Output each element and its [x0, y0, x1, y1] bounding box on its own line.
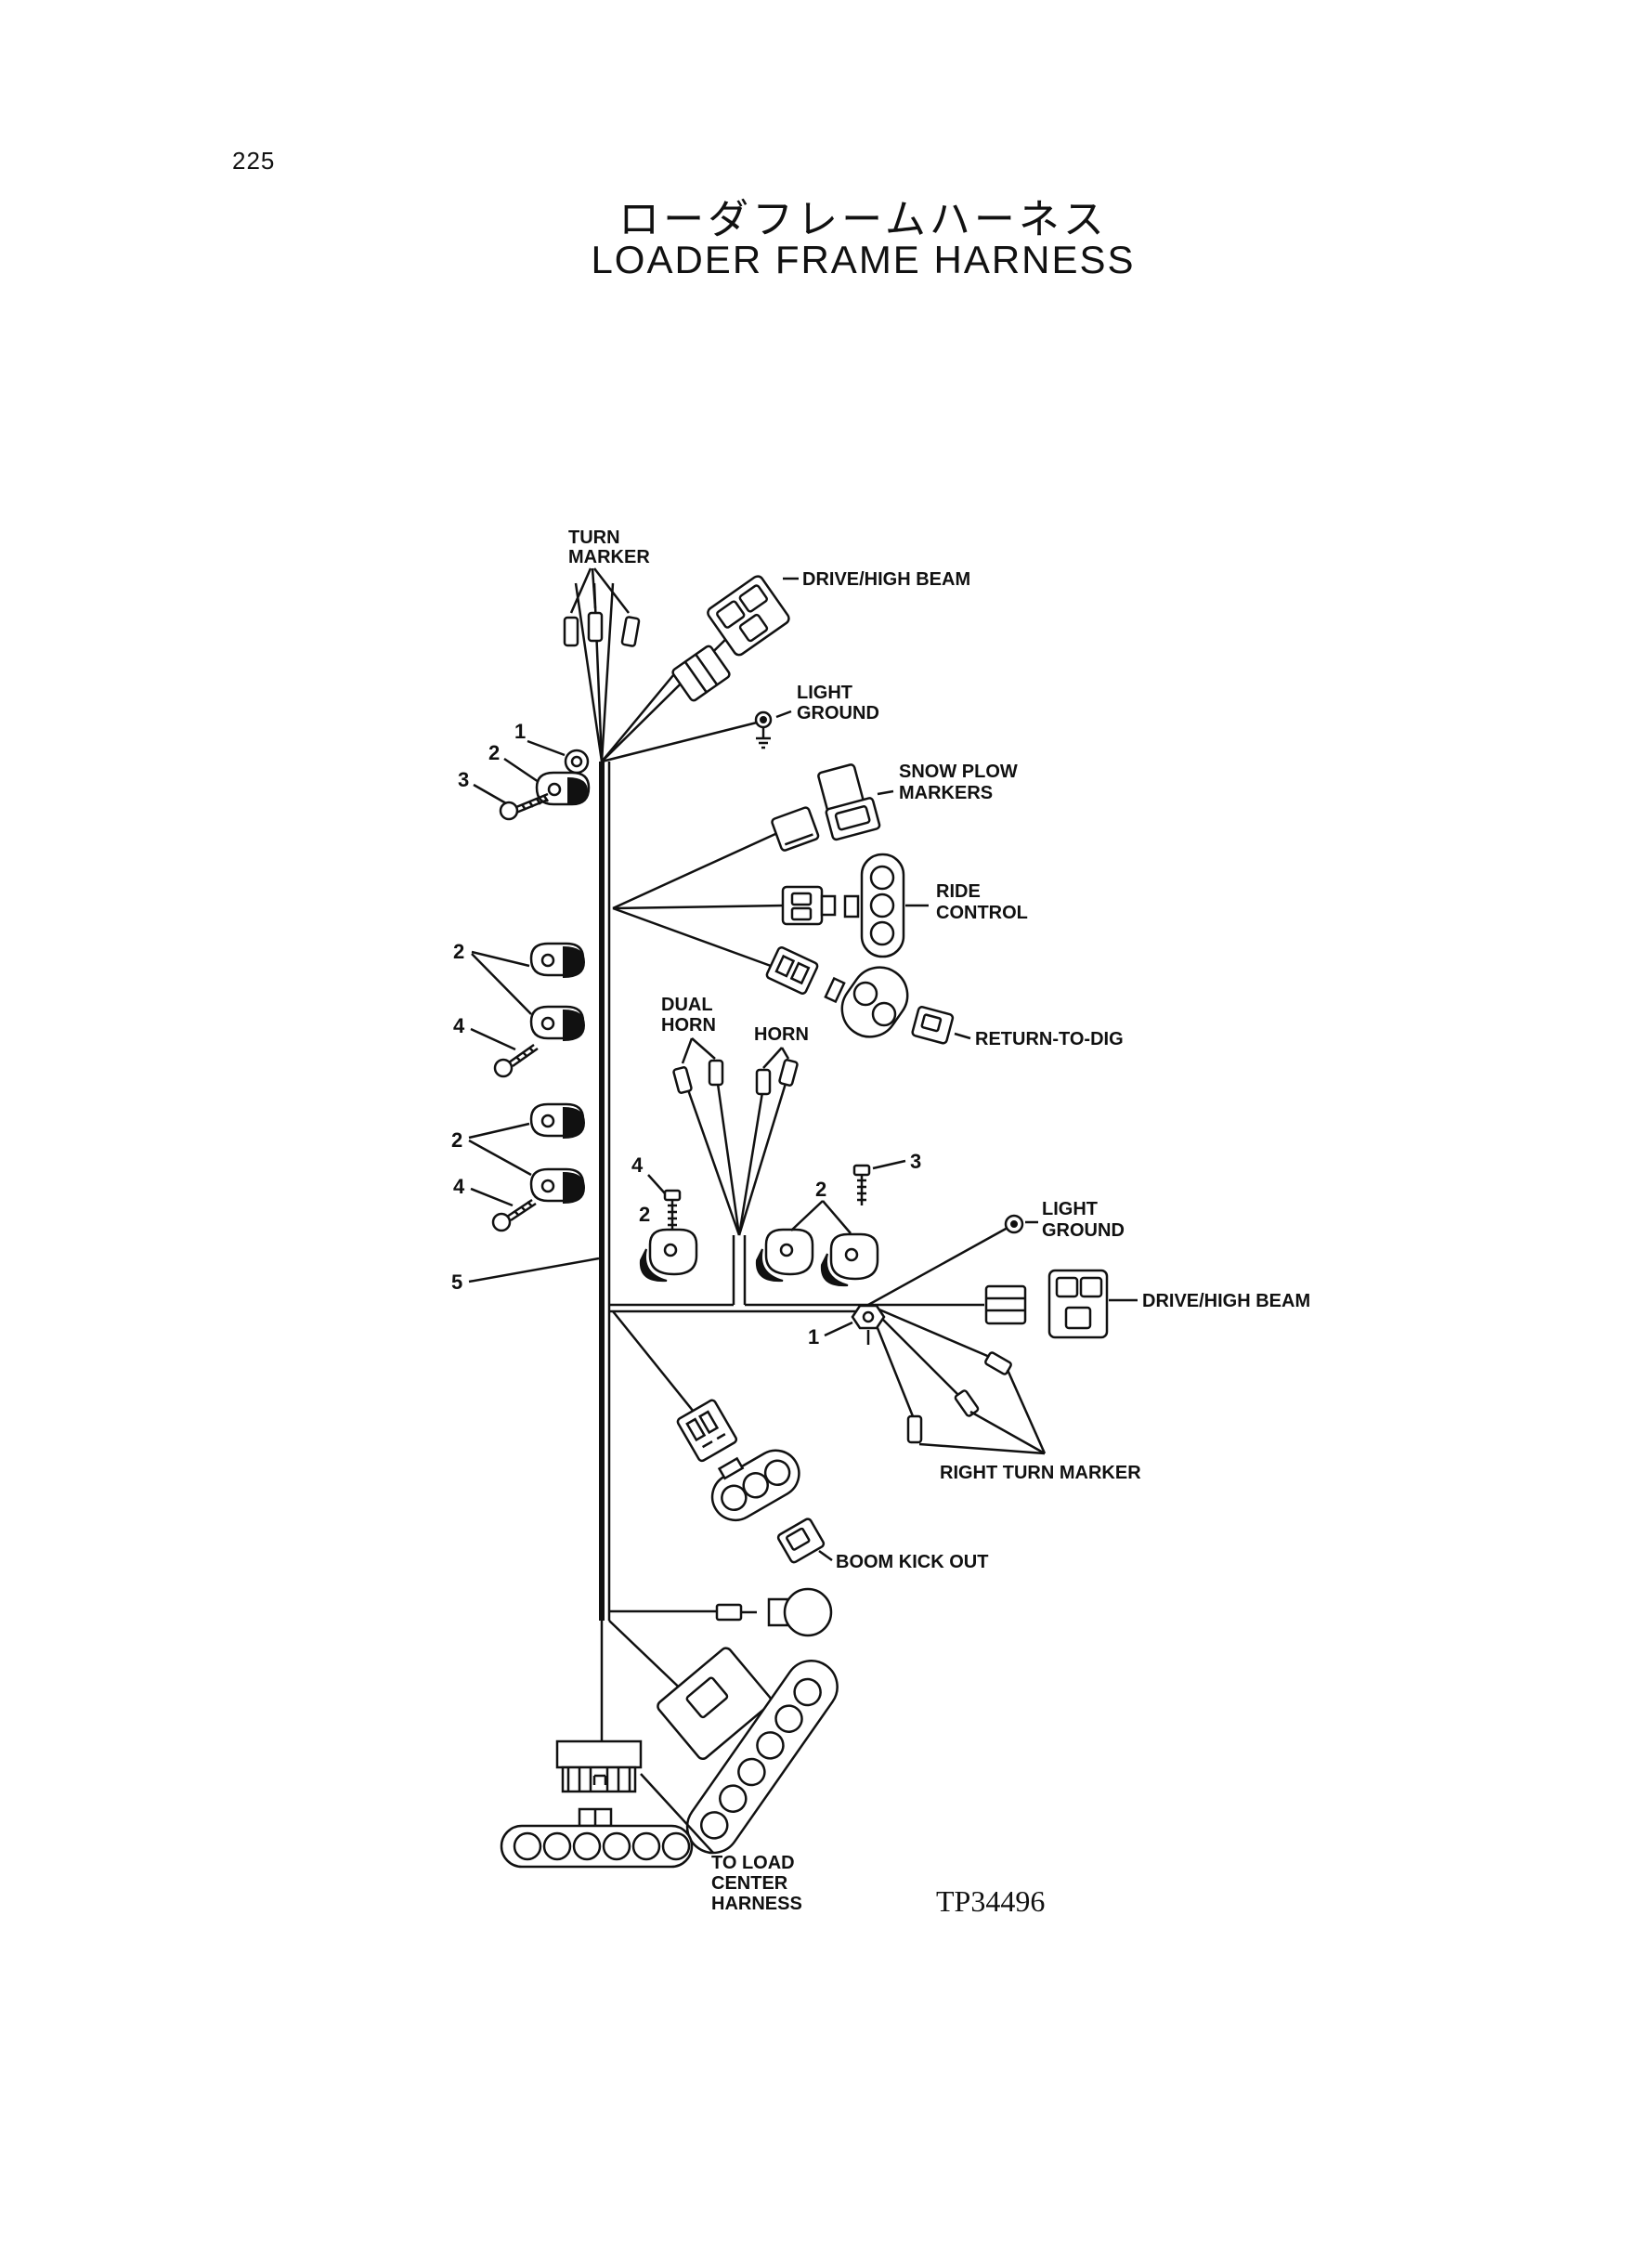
snow-plow-markers-label-2: MARKERS — [899, 783, 993, 803]
boom-kick-out-plug — [676, 1399, 738, 1463]
to-load-center-label-2: CENTER — [711, 1873, 788, 1894]
turn-marker-label-2: MARKER — [568, 547, 650, 567]
callout-1-right: 1 — [808, 1325, 819, 1348]
page-number: 225 — [232, 147, 276, 175]
right-branches — [608, 1226, 1008, 1700]
to-load-center-label-1: TO LOAD — [711, 1853, 795, 1873]
light-ground-label-top-1: LIGHT — [797, 683, 852, 703]
turn-marker-connectors — [563, 611, 641, 647]
callout-4-mid: 4 — [453, 1014, 465, 1037]
dual-horn-label-2: HORN — [661, 1015, 716, 1036]
clamp-part-2-low-a — [529, 1102, 586, 1140]
module-connector — [685, 1660, 839, 1855]
load-center-plug — [555, 1739, 643, 1793]
to-load-center-label-3: HARNESS — [711, 1894, 802, 1914]
boom-kick-out-label: BOOM KICK OUT — [836, 1552, 988, 1572]
return-to-dig-connector — [824, 966, 909, 1038]
turn-marker-label-1: TURN — [568, 528, 620, 548]
callout-3-horn: 3 — [910, 1150, 921, 1173]
clamp-part-2-horn-mid-b — [820, 1232, 879, 1287]
title-japanese: ローダフレームハーネス — [618, 196, 1108, 243]
clamp-part-2-horn-mid-a — [755, 1228, 814, 1283]
ride-control-connector — [843, 853, 905, 958]
callout-2-horn-mid: 2 — [815, 1178, 826, 1201]
light-ground-terminal-top — [754, 710, 773, 749]
horn-branches — [609, 1076, 868, 1307]
nut-part-1-right — [851, 1304, 886, 1345]
dual-horn-label-1: DUAL — [661, 995, 713, 1015]
light-ground-label-right-1: LIGHT — [1042, 1199, 1098, 1219]
drive-high-beam-plug-top — [671, 645, 731, 702]
callout-4-low: 4 — [453, 1175, 465, 1198]
clamp-part-2-horn-left — [639, 1228, 698, 1283]
callout-5: 5 — [451, 1270, 462, 1294]
light-ground-label-top-2: GROUND — [797, 703, 879, 723]
drive-high-beam-label-top: DRIVE/HIGH BEAM — [802, 569, 970, 590]
main-trunk — [599, 762, 611, 1741]
drive-high-beam-label-right: DRIVE/HIGH BEAM — [1142, 1291, 1310, 1311]
snow-plow-plug — [771, 806, 820, 852]
ride-control-label-1: RIDE — [936, 881, 981, 902]
callout-2-low: 2 — [451, 1128, 462, 1152]
clamp-part-2-low-b — [529, 1167, 586, 1205]
turn-marker-leaders — [569, 567, 630, 614]
boom-kick-out-connector — [710, 1449, 800, 1522]
light-ground-terminal-right — [1004, 1214, 1024, 1234]
title-english: LOADER FRAME HARNESS — [591, 238, 1136, 281]
clamp-part-2-mid-a — [529, 942, 586, 979]
clamp-part-2-top — [535, 771, 591, 806]
callout-4-horn: 4 — [631, 1153, 644, 1177]
right-turn-marker-connectors — [906, 1351, 1012, 1444]
bulb-plug — [715, 1603, 757, 1622]
return-to-dig-label: RETURN-TO-DIG — [975, 1029, 1124, 1049]
right-turn-marker-label: RIGHT TURN MARKER — [940, 1463, 1141, 1483]
boom-kick-out-cap — [776, 1518, 826, 1564]
callout-2-horn: 2 — [639, 1203, 650, 1226]
return-to-dig-cap — [911, 1006, 955, 1045]
ride-control-plug — [781, 885, 837, 926]
load-center-connector — [500, 1807, 694, 1869]
mid-branches — [612, 832, 786, 968]
horn-label: HORN — [754, 1024, 809, 1045]
drive-high-beam-connector-top — [707, 575, 790, 657]
bulb-socket — [767, 1587, 833, 1637]
ride-control-label-2: CONTROL — [936, 903, 1028, 923]
screw-part-4-low — [491, 1198, 537, 1232]
callout-1-top: 1 — [514, 720, 526, 743]
horn-connectors — [672, 1059, 799, 1096]
drive-high-beam-plug-right — [984, 1284, 1027, 1325]
callout-3-top: 3 — [458, 768, 469, 791]
figure-reference: TP34496 — [936, 1884, 1045, 1918]
return-to-dig-plug — [765, 946, 819, 995]
callout-2-mid: 2 — [453, 940, 464, 963]
nut-part-1-top — [564, 749, 590, 775]
screw-part-4-mid — [493, 1043, 539, 1078]
screw-part-3-horn — [852, 1164, 871, 1205]
screw-part-3-top — [499, 792, 550, 821]
snow-plow-markers-label-1: SNOW PLOW — [899, 762, 1018, 782]
module-plug — [657, 1647, 773, 1761]
light-ground-label-right-2: GROUND — [1042, 1220, 1125, 1241]
callout-2-top: 2 — [488, 741, 500, 764]
snow-plow-connector — [817, 763, 881, 841]
screw-part-4-horn — [663, 1189, 682, 1231]
clamp-part-2-mid-b — [529, 1005, 586, 1042]
drive-high-beam-connector-right — [1047, 1269, 1109, 1339]
